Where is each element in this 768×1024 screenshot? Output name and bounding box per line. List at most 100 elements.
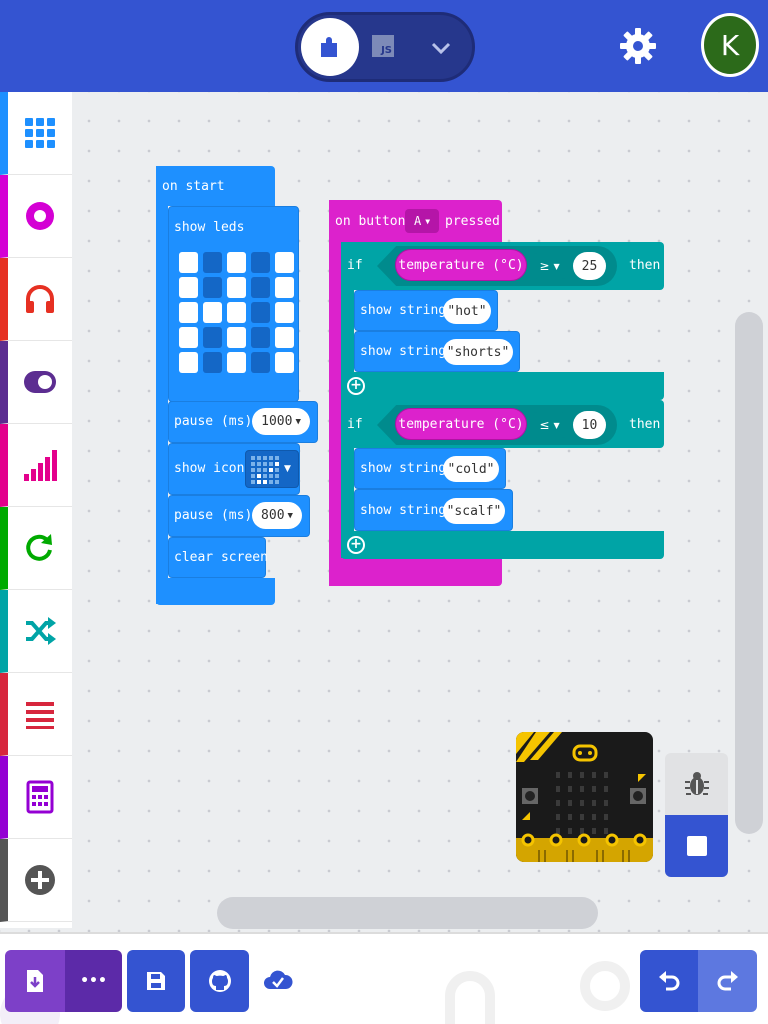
led-cell[interactable] xyxy=(251,277,270,298)
show-string-block-2[interactable]: show string "shorts" xyxy=(354,331,520,372)
led-cell[interactable] xyxy=(227,277,246,298)
toolbox-led[interactable] xyxy=(0,341,72,424)
led-cell[interactable] xyxy=(275,302,294,323)
string-value-1[interactable]: "hot" xyxy=(443,298,491,324)
led-cell[interactable] xyxy=(251,352,270,373)
led-cell[interactable] xyxy=(275,352,294,373)
pause-value-1[interactable]: 1000 ▼ xyxy=(252,408,310,435)
led-cell[interactable] xyxy=(203,327,222,348)
pause-value-2[interactable]: 800 ▼ xyxy=(252,502,302,529)
then-label-1: then xyxy=(629,258,661,273)
pause-block-1[interactable]: pause (ms) 1000 ▼ xyxy=(168,401,318,443)
pressed-label: pressed xyxy=(445,214,500,229)
show-icon-block[interactable]: show icon ▼ xyxy=(168,443,300,495)
led-cell[interactable] xyxy=(251,327,270,348)
led-cell[interactable] xyxy=(275,327,294,348)
string-value-2[interactable]: "shorts" xyxy=(443,339,513,365)
icon-preview-icon xyxy=(251,456,279,484)
led-cell[interactable] xyxy=(227,302,246,323)
toolbox xyxy=(0,92,72,928)
led-cell[interactable] xyxy=(179,327,198,348)
toolbox-input[interactable] xyxy=(0,175,72,258)
microbit-simulator[interactable] xyxy=(516,732,653,862)
compare-value-2-text: 10 xyxy=(581,417,598,433)
show-string-block-4[interactable]: show string "scalf" xyxy=(354,489,513,531)
string-value-3[interactable]: "cold" xyxy=(443,456,499,482)
more-options-button[interactable]: ••• xyxy=(65,950,122,1012)
add-else-button-1[interactable]: + xyxy=(347,377,365,395)
clear-screen-label: clear screen xyxy=(174,550,268,565)
string-value-1-text: "hot" xyxy=(447,303,487,319)
vertical-scrollbar[interactable] xyxy=(735,312,763,834)
cloud-sync-status[interactable] xyxy=(262,965,294,993)
toggle-icon xyxy=(24,371,56,393)
add-else-button-2[interactable]: + xyxy=(347,536,365,554)
javascript-editor-button[interactable]: JS xyxy=(372,35,394,57)
led-cell[interactable] xyxy=(227,252,246,273)
temperature-label-2: temperature (°C) xyxy=(398,416,524,432)
editor-dropdown-button[interactable] xyxy=(426,33,456,63)
operator-dropdown-1[interactable]: ≥ ▼ xyxy=(533,253,566,279)
string-value-3-text: "cold" xyxy=(447,461,495,477)
dropdown-arrow-icon: ▼ xyxy=(553,261,560,271)
horizontal-scrollbar[interactable] xyxy=(217,897,598,929)
pause-block-2[interactable]: pause (ms) 800 ▼ xyxy=(168,495,310,537)
save-icon xyxy=(147,972,165,990)
stop-simulator-button[interactable] xyxy=(665,815,728,877)
led-cell[interactable] xyxy=(179,277,198,298)
button-select-dropdown[interactable]: A ▼ xyxy=(405,209,439,233)
string-value-4[interactable]: "scalf" xyxy=(443,498,505,524)
show-string-block-3[interactable]: show string "cold" xyxy=(354,448,506,489)
led-cell[interactable] xyxy=(203,302,222,323)
temperature-reporter-1[interactable]: temperature (°C) xyxy=(395,249,527,281)
led-cell[interactable] xyxy=(203,252,222,273)
show-leds-block[interactable]: show leds xyxy=(168,206,299,402)
avatar-letter: K xyxy=(720,28,740,62)
header-bar: JS K xyxy=(0,0,768,92)
icon-picker[interactable]: ▼ xyxy=(245,450,299,488)
toolbox-radio[interactable] xyxy=(0,424,72,507)
show-string-block-1[interactable]: show string "hot" xyxy=(354,290,498,331)
toolbox-variables[interactable] xyxy=(0,673,72,756)
dropdown-arrow-icon: ▼ xyxy=(425,216,431,226)
undo-button[interactable] xyxy=(640,950,698,1012)
save-button[interactable] xyxy=(127,950,185,1012)
clear-screen-block[interactable]: clear screen xyxy=(168,537,268,578)
button-select-value: A xyxy=(413,214,422,228)
editor-toggle: JS xyxy=(295,12,475,82)
toolbox-math[interactable] xyxy=(0,756,72,839)
led-cell[interactable] xyxy=(179,302,198,323)
calculator-icon xyxy=(26,780,54,814)
operator-value-1: ≥ xyxy=(539,259,550,273)
user-avatar[interactable]: K xyxy=(701,13,759,77)
led-cell[interactable] xyxy=(179,252,198,273)
led-cell[interactable] xyxy=(275,252,294,273)
toolbox-loops[interactable] xyxy=(0,507,72,590)
redo-button[interactable] xyxy=(698,950,757,1012)
led-cell[interactable] xyxy=(251,252,270,273)
temperature-reporter-2[interactable]: temperature (°C) xyxy=(395,408,527,440)
led-cell[interactable] xyxy=(227,352,246,373)
toolbox-music[interactable] xyxy=(0,258,72,341)
chevron-down-icon xyxy=(431,42,451,55)
show-leds-label: show leds xyxy=(174,220,245,235)
toolbox-extensions[interactable] xyxy=(0,839,72,922)
led-cell[interactable] xyxy=(251,302,270,323)
settings-button[interactable] xyxy=(616,24,660,68)
led-cell[interactable] xyxy=(179,352,198,373)
download-button[interactable] xyxy=(5,950,65,1012)
led-cell[interactable] xyxy=(227,327,246,348)
blocks-editor-button[interactable] xyxy=(301,18,359,76)
led-cell[interactable] xyxy=(275,277,294,298)
debug-button[interactable] xyxy=(665,753,728,815)
show-string-label-1: show string xyxy=(360,303,447,318)
operator-dropdown-2[interactable]: ≤ ▼ xyxy=(533,412,566,438)
compare-value-2[interactable]: 10 xyxy=(573,411,606,439)
toolbox-logic[interactable] xyxy=(0,590,72,673)
github-button[interactable] xyxy=(190,950,249,1012)
compare-value-1[interactable]: 25 xyxy=(573,252,606,280)
puzzle-icon xyxy=(321,37,337,57)
led-cell[interactable] xyxy=(203,277,222,298)
led-cell[interactable] xyxy=(203,352,222,373)
toolbox-basic[interactable] xyxy=(0,92,72,175)
